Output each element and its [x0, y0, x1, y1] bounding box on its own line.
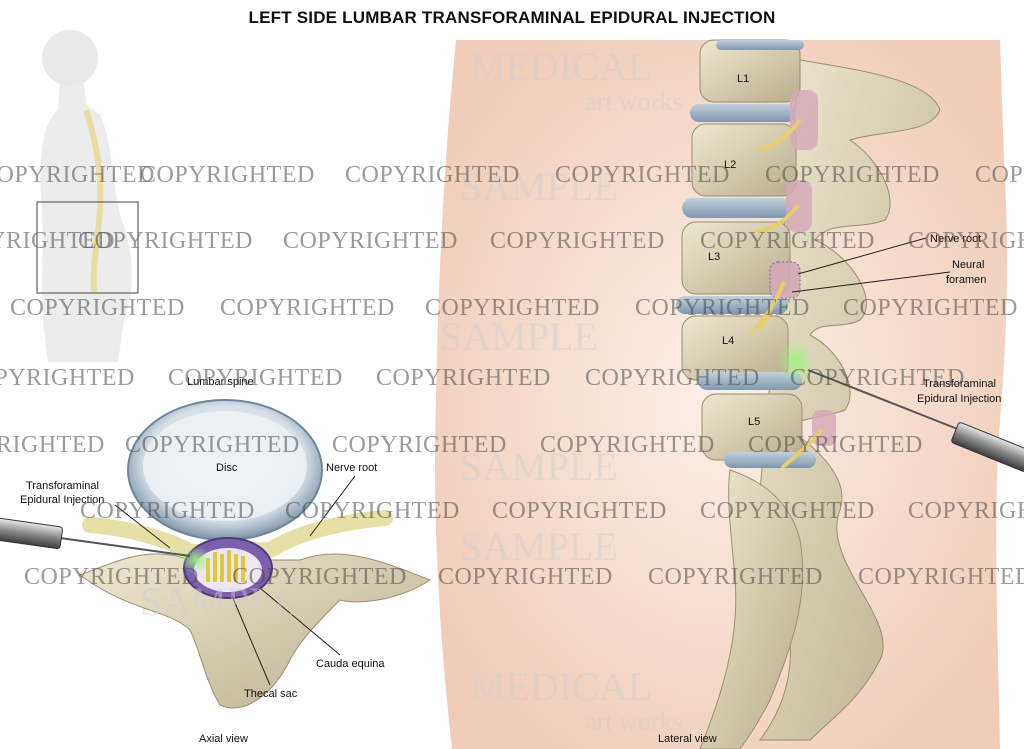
leader-lines: [114, 237, 951, 686]
watermark-brand-sub: art works: [585, 87, 682, 116]
vertebra-label-l1: L1: [737, 73, 749, 85]
watermark-copyright: COPYRIGHTED: [376, 365, 551, 391]
lateral-injection-label-2: Epidural Injection: [917, 393, 1001, 405]
lateral-neural-label-2: foramen: [946, 274, 986, 286]
watermark-sample: SAMPLE: [440, 314, 598, 359]
watermark-copyright: COPYRIGHTED: [285, 498, 460, 524]
watermark-brand-sub-bottom: art works: [585, 707, 682, 736]
watermark-copyright: COPYRIGHTED: [220, 295, 395, 321]
axial-thecal-sac-label: Thecal sac: [244, 688, 298, 700]
watermark-copyright: COPYRIGHTED: [765, 162, 940, 188]
watermark-copyright: COPYRIGHTED: [635, 295, 810, 321]
watermark-copyright: COPYRIGHTED: [78, 228, 253, 254]
lateral-spine: [676, 39, 1024, 749]
diagram-title: LEFT SIDE LUMBAR TRANSFORAMINAL EPIDURAL…: [248, 8, 776, 27]
watermark-copyright: COPYRIGHTED: [283, 228, 458, 254]
watermark-copyright: COPYRIGHTED: [80, 498, 255, 524]
watermark-copyright: COPYRIGHTED: [908, 228, 1024, 254]
watermark-copyright: COPYRIGHTED: [438, 564, 613, 590]
axial-heading-label: Lumbar spine: [187, 376, 254, 388]
axial-injection-label-2: Epidural Injection: [20, 494, 104, 506]
axial-nerve-root-label: Nerve root: [326, 462, 377, 474]
body-silhouette: [36, 30, 139, 362]
lateral-injection-label-1: Transforaminal: [923, 378, 996, 390]
watermark-copyright: COPYRIGHTED: [168, 365, 343, 391]
vertebra-label-l2: L2: [724, 159, 736, 171]
watermark-copyright: COPYRIGHTED: [748, 432, 923, 458]
inset-box: [36, 201, 139, 294]
watermark-copyright: COPYRIGHTED: [975, 162, 1024, 188]
axial-vertebra: [0, 399, 432, 709]
watermark-copyright: COPYRIGHTED: [790, 365, 965, 391]
watermark-copyright: COPYRIGHTED: [425, 295, 600, 321]
lateral-neural-label-1: Neural: [952, 259, 984, 271]
watermark-sample: SAMPLE: [460, 524, 618, 569]
watermark-copyright: COPYRIGHTED: [700, 498, 875, 524]
watermark-copyright: COPYRIGHTED: [232, 564, 407, 590]
axial-disc-label: Disc: [216, 462, 238, 474]
watermark-copyright: COPYRIGHTED: [332, 432, 507, 458]
watermark-copyright: COPYRIGHTED: [858, 564, 1024, 590]
watermark-sample: SAMPLE: [140, 579, 298, 624]
watermark-sample: SAMPLE: [460, 164, 618, 209]
watermark-copyright: COPYRIGHTED: [648, 564, 823, 590]
watermark-copyright: COPYRIGHTED: [0, 432, 105, 458]
watermark-copyright: COPYRIGHTED: [555, 162, 730, 188]
vertebra-label-l5: L5: [748, 416, 760, 428]
watermark-copyright: COPYRIGHTED: [585, 365, 760, 391]
vertebra-label-l4: L4: [722, 335, 734, 347]
watermark-copyright: COPYRIGHTED: [843, 295, 1018, 321]
watermark-copyright: COPYRIGHTED: [492, 498, 667, 524]
axial-view-caption: Axial view: [199, 733, 248, 745]
watermark-copyright: COPYRIGHTED: [490, 228, 665, 254]
watermark-copyright: COPYRIGHTED: [345, 162, 520, 188]
watermark-copyright: COPYRIGHTED: [540, 432, 715, 458]
watermark-copyright: COPYRIGHTED: [140, 162, 315, 188]
axial-cauda-equina-label: Cauda equina: [316, 658, 385, 670]
axial-injection-label-1: Transforaminal: [26, 480, 99, 492]
watermark-copyright: COPYRIGHTED: [908, 498, 1024, 524]
watermark-copyright: COPYRIGHTED: [0, 162, 155, 188]
watermark-sample: SAMPLE: [460, 444, 618, 489]
watermark-copyright: COPYRIGHTED: [24, 564, 199, 590]
watermark-copyright: COPYRIGHTED: [10, 295, 185, 321]
watermark-brand: MEDICAL: [470, 44, 652, 89]
watermark-copyright: COPYRIGHTED: [700, 228, 875, 254]
watermark-copyright: COPYRIGHTED: [125, 432, 300, 458]
watermark-brand-bottom: MEDICAL: [470, 664, 652, 709]
lateral-nerve-root-label: Nerve root: [930, 233, 981, 245]
lateral-view-caption: Lateral view: [658, 733, 717, 745]
watermark-overlay: MEDICAL art works MEDICAL art works SAMP…: [0, 44, 1024, 736]
vertebra-label-l3: L3: [708, 251, 720, 263]
watermark-copyright: COPYRIGHTED: [0, 365, 135, 391]
watermark-copyright: COPYRIGHTED: [0, 228, 115, 254]
